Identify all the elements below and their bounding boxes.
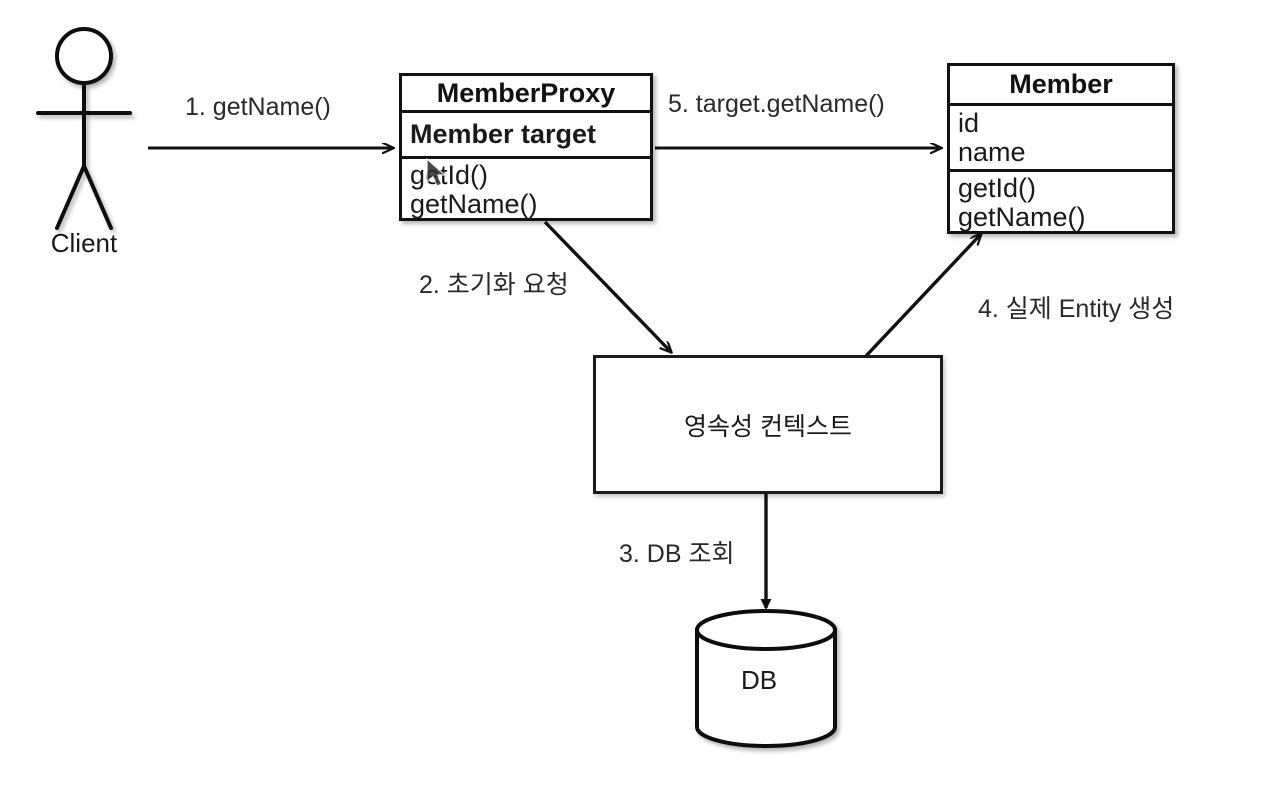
operation-row: getName(): [958, 202, 1086, 232]
client-actor-label: Client: [50, 228, 118, 258]
edge-5-label: 5. target.getName(): [668, 90, 885, 118]
class-title-member-proxy: MemberProxy: [402, 76, 650, 113]
class-box-member-proxy[interactable]: MemberProxy Member target getId() getNam…: [399, 73, 653, 221]
class-operations-member-proxy: getId() getName(): [402, 159, 650, 221]
attribute-row: name: [958, 136, 1026, 167]
attribute-row: Member target: [410, 119, 597, 150]
edge-3-label: 3. DB 조회: [619, 540, 735, 568]
operation-row: getId(): [958, 173, 1037, 204]
node-database-label: DB: [741, 665, 778, 695]
node-persistence-context[interactable]: 영속성 컨텍스트: [593, 355, 943, 494]
operation-row: getId(): [410, 160, 489, 191]
edge-4-line: [864, 234, 981, 358]
class-attributes-member: id name: [950, 106, 1172, 172]
stick-figure-icon: [36, 27, 132, 230]
attribute-row: id: [958, 107, 980, 138]
edge-4-label: 4. 실제 Entity 생성: [978, 295, 1175, 323]
edge-2-label: 2. 초기화 요청: [419, 271, 569, 299]
class-attributes-member-proxy: Member target: [402, 113, 650, 159]
class-operations-member: getId() getName(): [950, 172, 1172, 234]
edge-1-label: 1. getName(): [185, 93, 331, 121]
database-cylinder-icon: [695, 609, 837, 748]
operation-row: getName(): [410, 189, 538, 219]
node-persistence-context-label: 영속성 컨텍스트: [684, 412, 852, 441]
class-box-member[interactable]: Member id name getId() getName(): [947, 63, 1175, 234]
class-title-member: Member: [950, 66, 1172, 106]
edge-2-line: [543, 220, 671, 352]
